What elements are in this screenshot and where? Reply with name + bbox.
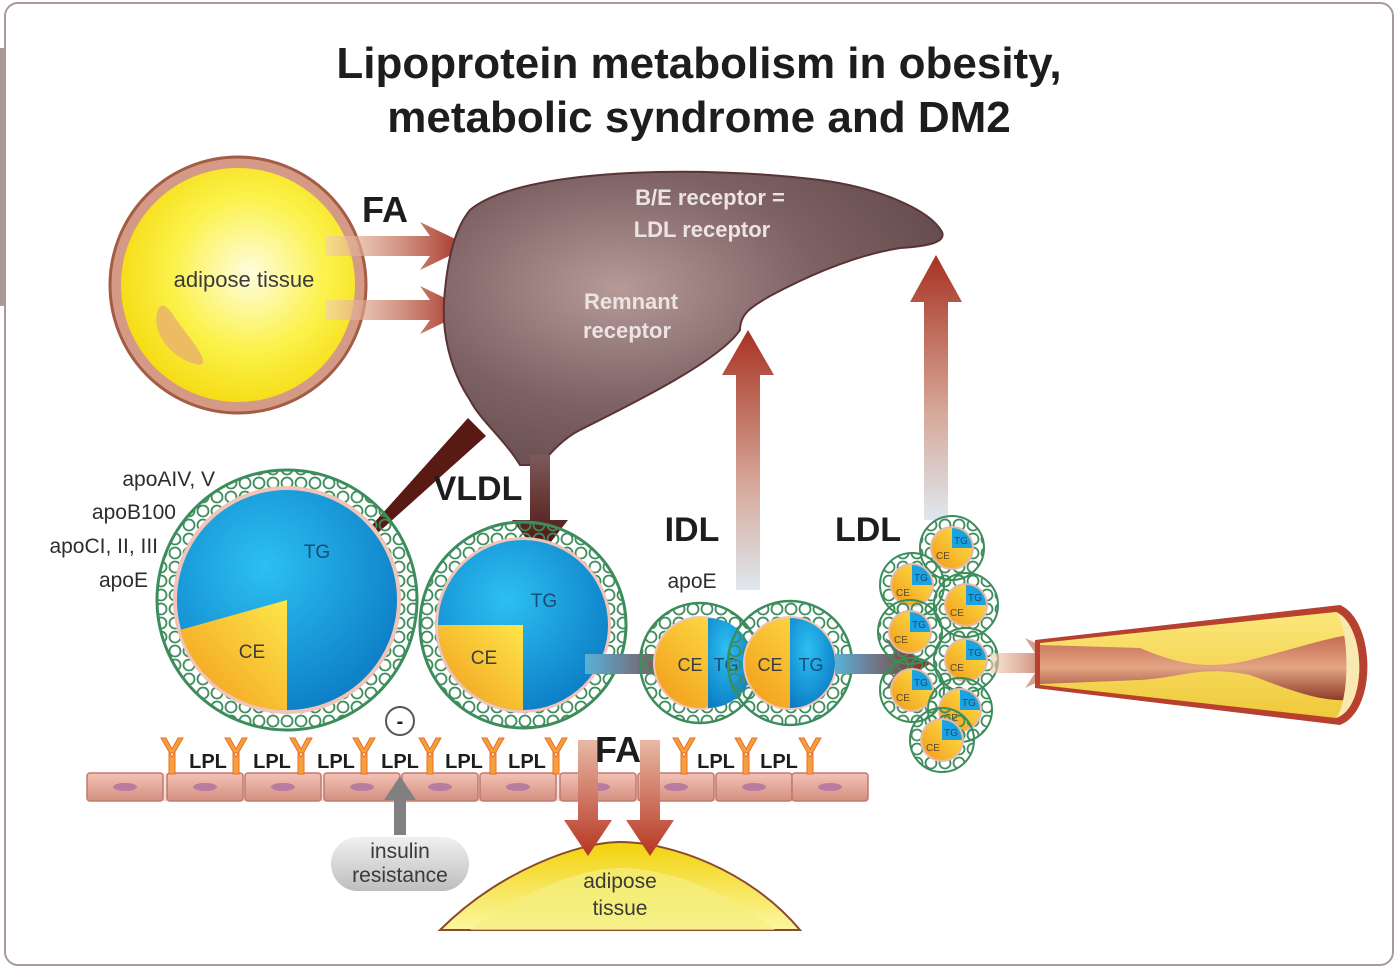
apolipoprotein-list: apoAIV, V apoB100 apoCI, II, III apoE	[49, 468, 215, 592]
ldl-ce-label: CE	[950, 663, 964, 674]
ldl-tg-label: TG	[968, 593, 982, 604]
liver: B/E receptor = LDL receptor Remnant rece…	[442, 170, 944, 466]
ldl-receptor-line2: LDL receptor	[634, 217, 771, 242]
ldl-tg-label: TG	[914, 573, 928, 584]
fa-arrows-top: FA	[325, 189, 470, 334]
side-tab	[0, 48, 6, 306]
ldl-ce-label: CE	[894, 635, 908, 646]
lpl-receptor-icon	[544, 737, 568, 775]
lpl-label: LPL	[697, 751, 735, 773]
apo-label: apoAIV, V	[122, 468, 215, 491]
vldl-label: VLDL	[434, 470, 523, 508]
apo-label: apoCI, II, III	[49, 535, 158, 558]
endothelium	[86, 772, 869, 802]
idl1-ce-label: CE	[677, 655, 702, 675]
lpl-receptor-icon	[160, 737, 184, 775]
endothelial-cell	[244, 772, 322, 802]
remnant-receptor-line2: receptor	[583, 318, 671, 343]
fa-label-bottom: FA	[595, 729, 641, 770]
idl-apoe-label: apoE	[667, 570, 716, 593]
lpl-receptor-icon	[418, 737, 442, 775]
apo-label: apoB100	[92, 501, 176, 524]
adipose-bottom-line1: adipose	[583, 870, 657, 893]
lpl-label: LPL	[253, 751, 291, 773]
lpl-receptor-icon	[734, 737, 758, 775]
ldl-ce-label: CE	[936, 551, 950, 562]
ldl-tg-label: TG	[954, 536, 968, 547]
inhibition-marker: -	[385, 706, 415, 736]
ldl-ce-label: CE	[950, 608, 964, 619]
ldl-receptor-line1: B/E receptor =	[635, 185, 785, 210]
idl-particle-2: CE TG	[726, 599, 854, 727]
nucleus-shape	[156, 305, 204, 365]
arrow-ldl-to-ldl-receptor	[910, 255, 962, 520]
figure-title-line1: Lipoprotein metabolism in obesity,	[336, 39, 1062, 88]
endothelial-cell	[479, 772, 557, 802]
lpl-receptor-icon	[289, 737, 313, 775]
endothelial-cell	[323, 772, 401, 802]
ldl-cluster: TGCETGCETGCETGCETGCETGCETGCETGCE	[877, 515, 999, 773]
arrow-insulin-resistance	[384, 776, 416, 835]
ldl-tg-label: TG	[914, 678, 928, 689]
vldl-particle: TG CE	[418, 520, 628, 730]
atherosclerotic-artery	[1035, 605, 1368, 725]
ldl-ce-label: CE	[926, 743, 940, 754]
fa-label-top: FA	[362, 189, 408, 230]
endothelial-cell	[715, 772, 793, 802]
lpl-receptor-icon	[672, 737, 696, 775]
fa-arrow-down-2	[626, 740, 674, 856]
ldl-ce-label: CE	[896, 693, 910, 704]
endothelial-cell	[166, 772, 244, 802]
idl2-tg-label: TG	[799, 655, 824, 675]
lpl-label: LPL	[445, 751, 483, 773]
arrow-idl-to-remnant-receptor	[722, 330, 774, 590]
adipose-tissue-bottom: adipose tissue	[437, 840, 803, 931]
ldl-particle: TG CE	[909, 707, 975, 773]
minus-sign: -	[397, 711, 404, 733]
endothelial-cell	[86, 772, 164, 802]
lpl-label: LPL	[189, 751, 227, 773]
ldl-tg-label: TG	[944, 728, 958, 739]
lpl-row: LPL LPL LPL LPL LPL LPL LPL LPL	[160, 737, 822, 775]
idl2-ce-label: CE	[757, 655, 782, 675]
chylomicron-particle: TG CE	[155, 468, 419, 732]
lpl-receptor-icon	[798, 737, 822, 775]
idl-particle-1: CE TG	[638, 601, 762, 725]
ldl-label: LDL	[835, 511, 901, 549]
ldl-particle: TG CE	[933, 627, 999, 693]
insulin-resistance-badge: insulin resistance	[329, 835, 471, 893]
remnant-receptor-line1: Remnant	[584, 289, 679, 314]
chylo-ce-label: CE	[239, 642, 265, 663]
vldl-ce-label: CE	[471, 648, 497, 669]
ldl-particle: TG CE	[879, 552, 945, 618]
ldl-particle: TG CE	[877, 599, 943, 665]
ldl-tg-label: TG	[962, 698, 976, 709]
adipose-top-label: adipose tissue	[174, 267, 315, 292]
vldl-tg-label: TG	[531, 591, 557, 612]
figure-title-line2: metabolic syndrome and DM2	[387, 93, 1011, 142]
lpl-receptor-icon	[481, 737, 505, 775]
lpl-label: LPL	[381, 751, 419, 773]
lpl-label: LPL	[317, 751, 355, 773]
insulin-line1: insulin	[370, 840, 430, 863]
ldl-tg-label: TG	[912, 620, 926, 631]
insulin-line2: resistance	[352, 864, 448, 887]
lpl-label: LPL	[760, 751, 798, 773]
lpl-receptor-icon	[224, 737, 248, 775]
lpl-label: LPL	[508, 751, 546, 773]
adipose-bottom-line2: tissue	[593, 897, 648, 920]
ldl-ce-label: CE	[896, 588, 910, 599]
lpl-receptor-icon	[352, 737, 376, 775]
ldl-tg-label: TG	[968, 648, 982, 659]
fa-arrow-1	[325, 222, 470, 270]
fa-arrow-down-1	[564, 740, 612, 856]
apo-label: apoE	[99, 569, 148, 592]
ldl-particle: TG CE	[933, 572, 999, 638]
adipose-tissue-top: adipose tissue	[108, 155, 368, 415]
fa-arrow-2	[325, 286, 470, 334]
idl-label: IDL	[665, 511, 720, 549]
chylo-tg-label: TG	[304, 542, 330, 563]
endothelial-cell	[791, 772, 869, 802]
